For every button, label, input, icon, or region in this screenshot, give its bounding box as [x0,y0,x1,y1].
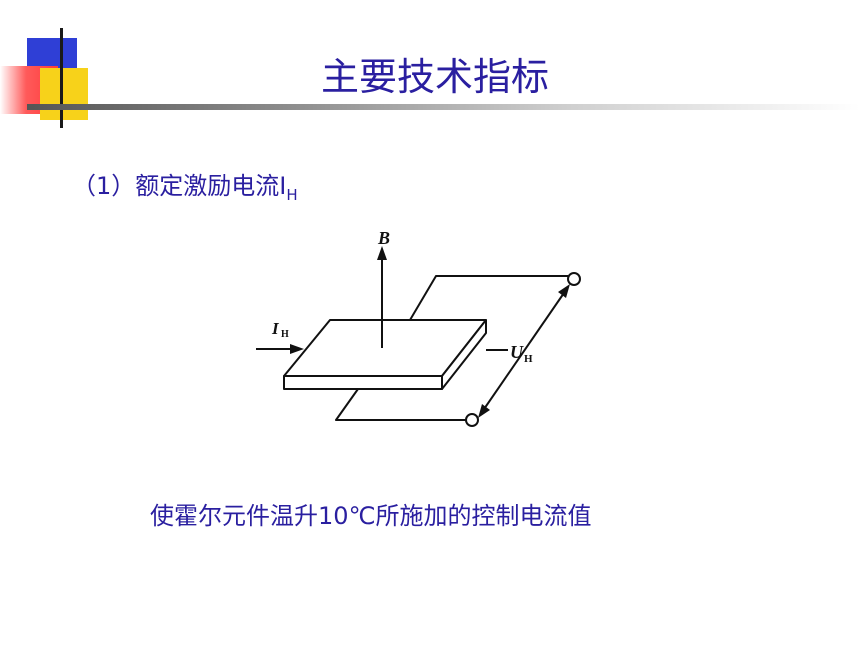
lower-terminal [465,413,479,427]
plate-front-face [283,375,443,390]
label-current: I [271,319,280,338]
upper-lead [409,275,568,321]
caption-text: 使霍尔元件温升10℃所施加的控制电流值 [150,502,592,530]
label-current-sub: H [281,329,289,340]
hall-element-diagram: B I H U H [252,226,588,434]
plate-right-face [441,319,487,390]
section-heading-text: （1）额定激励电流I [72,172,287,200]
slide-title: 主要技术指标 [320,55,549,99]
section-heading: （1）额定激励电流IH [72,166,298,204]
section-heading-subscript: H [286,185,298,204]
voltage-measure-line [481,289,567,413]
upper-terminal [567,272,581,286]
decor-vertical-line [60,28,63,128]
b-field-arrowhead [377,246,387,260]
label-voltage-sub: H [524,353,533,365]
decor-title-underline [27,104,860,110]
current-arrowhead [290,344,304,354]
label-b-field: B [377,228,390,248]
decor-yellow-square [40,68,88,120]
label-voltage: U [510,342,524,362]
lower-lead [335,388,466,421]
voltage-arrowhead-bottom [478,404,490,418]
voltage-arrowhead-top [558,284,570,298]
